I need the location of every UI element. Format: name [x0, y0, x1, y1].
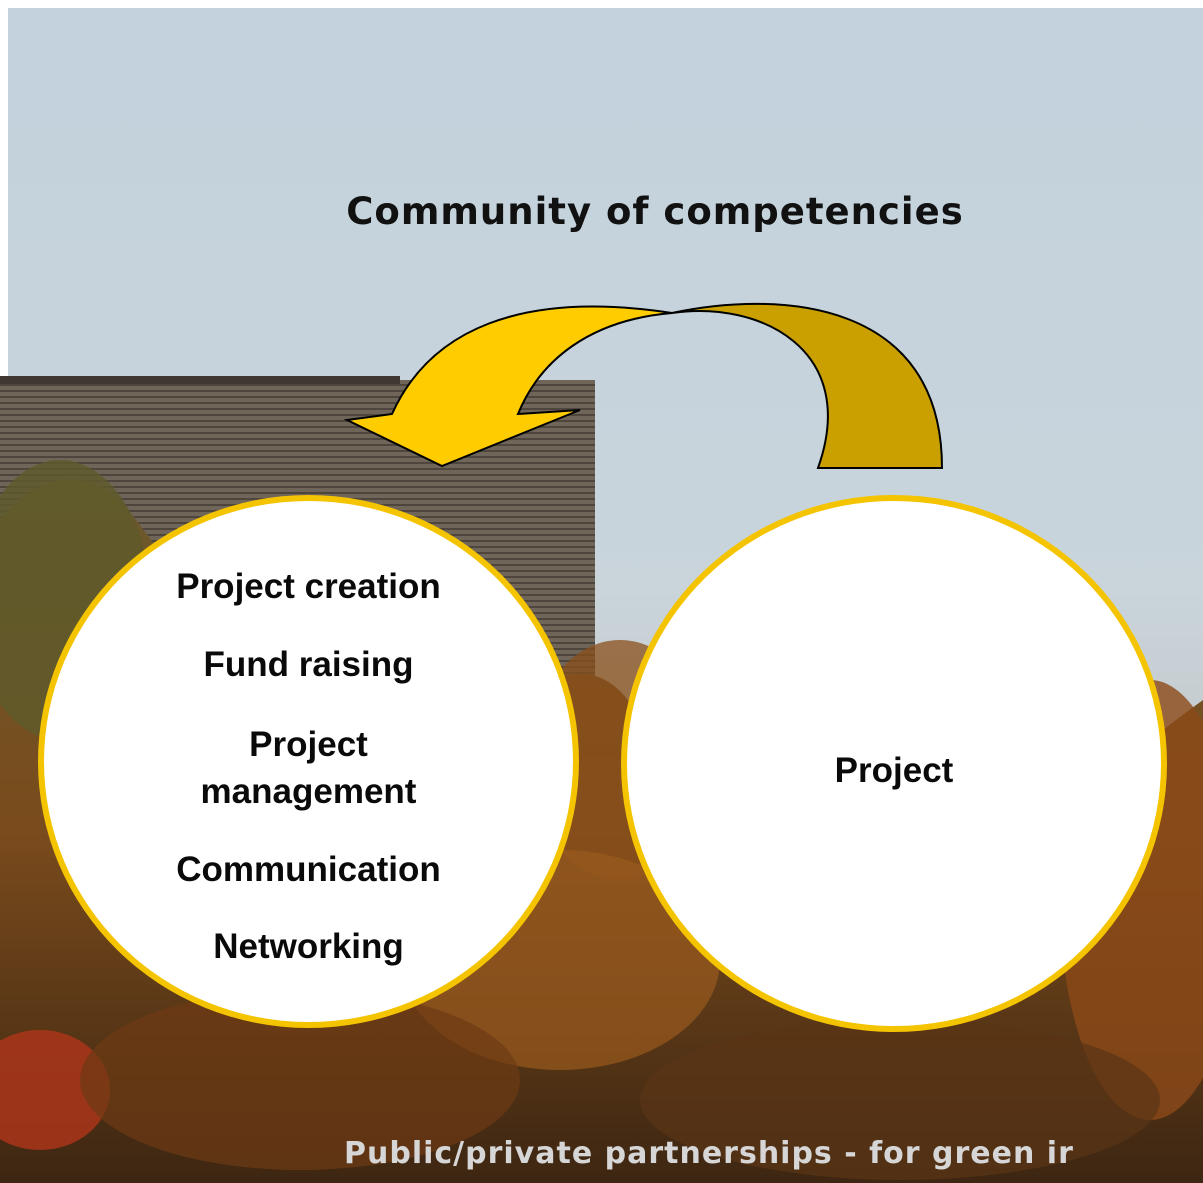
item-project-management-line1: Project	[249, 725, 368, 764]
item-project-creation: Project creation	[176, 567, 441, 606]
item-fund-raising: Fund raising	[203, 645, 414, 684]
diagram-title: Community of competencies	[346, 190, 964, 233]
project-label: Project	[834, 751, 954, 790]
item-networking: Networking	[213, 927, 404, 966]
item-communication: Communication	[176, 850, 441, 889]
project-circle: Project	[621, 495, 1167, 1032]
footer-tagline: Public/private partnerships - for green …	[344, 1136, 1074, 1171]
item-project-management-line2: management	[200, 772, 417, 811]
competencies-circle: Project creation Fund raising Project ma…	[38, 495, 579, 1028]
